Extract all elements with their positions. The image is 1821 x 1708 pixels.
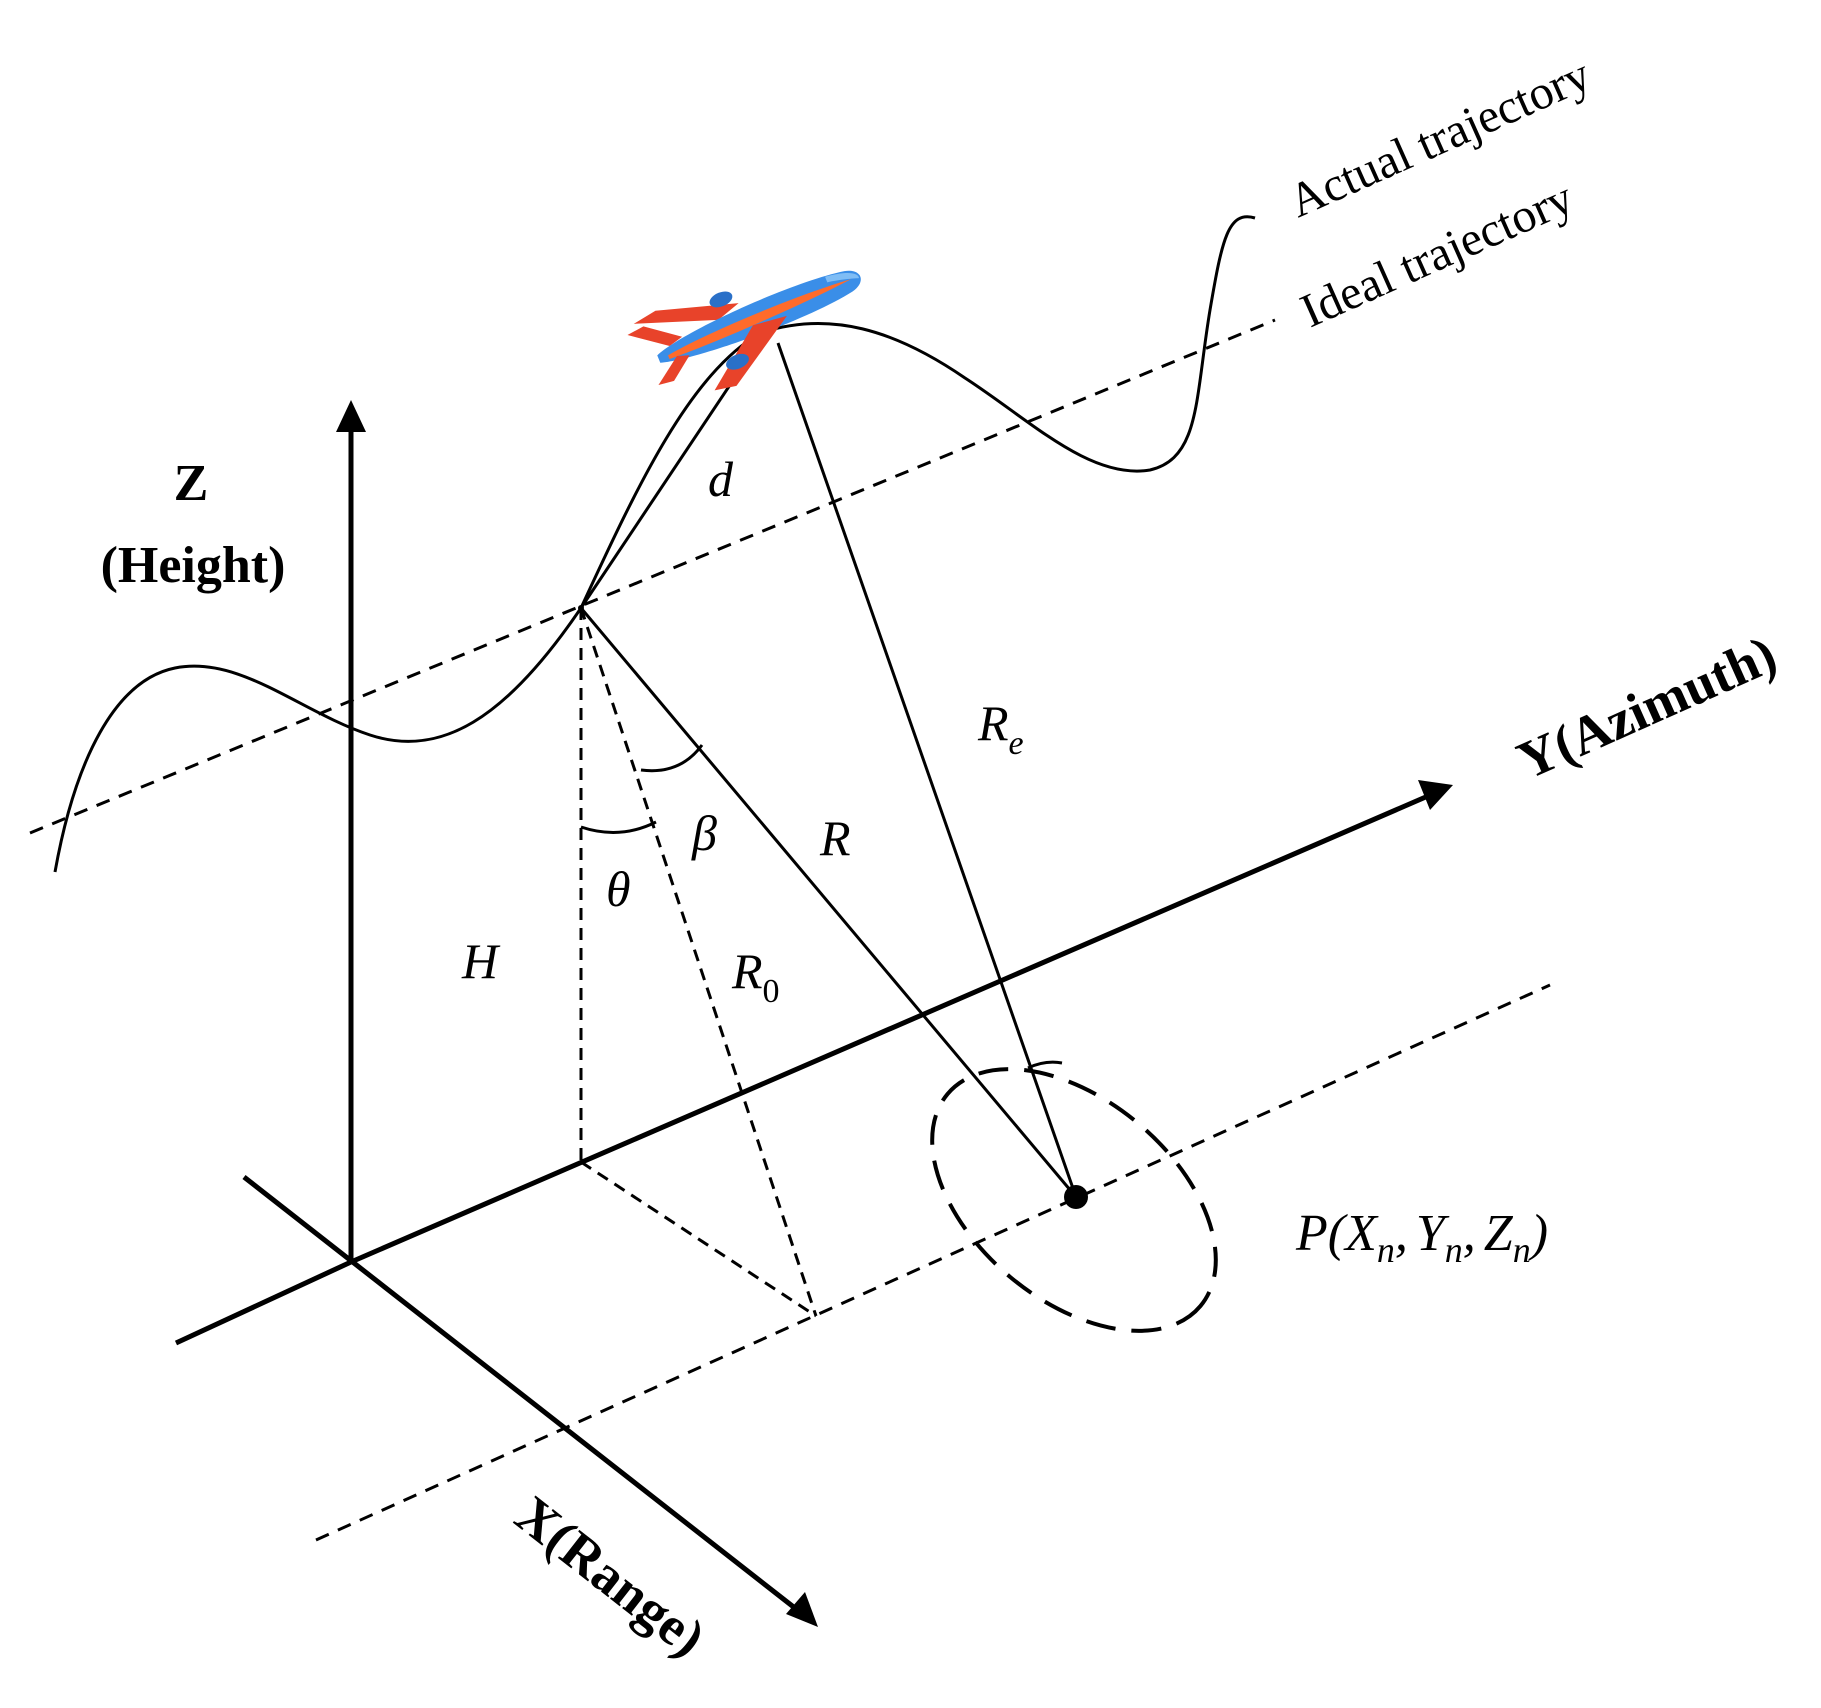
angle-arcs [580,744,1063,1070]
target-point-P [1064,1185,1088,1209]
target-X-sub: n [1377,1230,1395,1270]
label-d: d [708,451,734,507]
beta-arc [640,744,704,773]
line-ground-range [580,1160,817,1318]
actual-trajectory-curve [53,215,1256,873]
label-beta: β [691,805,717,861]
trajectories [29,215,1276,873]
target-Z: Z [1484,1205,1514,1262]
x-axis-label: X(Range) [505,1484,717,1668]
x-axis [242,1175,802,1614]
z-axis-arrowhead [336,400,366,432]
label-Re-sub: e [1009,725,1024,762]
line-target-track [315,983,1551,1542]
footprint-ellipse [930,1067,1218,1333]
label-target-point: P(Xn,Yn,Zn) [1295,1205,1548,1270]
y-axis [350,793,1429,1265]
label-R: R [819,810,851,866]
label-R0-main: R [731,943,763,999]
geometry-lines [315,342,1551,1542]
line-R0 [579,607,818,1317]
y-axis-back-extension [174,1259,353,1346]
label-R0: R0 [731,943,780,1010]
label-R0-sub: 0 [763,973,780,1010]
airplane-icon [627,270,861,391]
axes [174,400,1453,1627]
target-X: X [1343,1205,1379,1262]
line-R [579,607,1078,1198]
ideal-trajectory-line [29,318,1276,835]
y-axis-arrowhead [1418,780,1453,810]
target-angle-arc [1027,1060,1063,1070]
y-axis-label: Y(Azimuth) [1508,624,1785,791]
target-comma-1: , [1395,1205,1408,1262]
target-comma-2: , [1463,1205,1476,1262]
ideal-point-marker [578,605,584,611]
theta-arc [580,820,657,834]
z-axis-label-height: (Height) [101,537,286,594]
target-Y: Y [1416,1205,1450,1262]
target-Y-sub: n [1445,1230,1463,1270]
line-Re [776,342,1078,1198]
label-theta: θ [606,861,631,917]
target-P: P( [1295,1205,1348,1262]
label-H: H [461,933,501,989]
target-close: ) [1528,1205,1548,1262]
z-axis-label: Z [174,455,209,512]
target-area [930,1067,1218,1333]
x-axis-arrowhead [786,1592,818,1627]
label-Re: Re [977,695,1024,762]
label-Re-main: R [977,695,1009,751]
target-Z-sub: n [1513,1230,1531,1270]
